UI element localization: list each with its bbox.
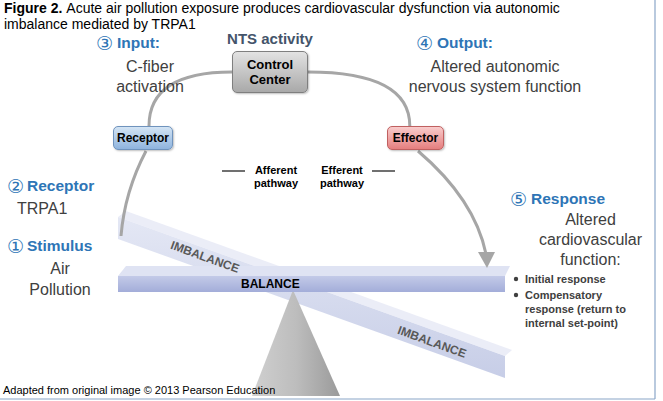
node-text: Effector [393, 131, 438, 145]
stimulus-arc [121, 151, 146, 236]
figure-title: Figure 2.Acute air pollution exposure pr… [4, 0, 564, 32]
region-caption: NTS activity [200, 30, 340, 48]
pathway-label: Efferent pathway [314, 164, 370, 190]
control-center-box: Control Center [232, 51, 308, 93]
step-heading: Input: [117, 34, 160, 52]
callout-number: ⑤ [510, 189, 527, 209]
figure-number: Figure 2. [4, 0, 62, 16]
bullet-dot [514, 293, 518, 297]
step-heading: Receptor [27, 177, 94, 195]
pathway-dash [222, 170, 245, 172]
callout-number: ④ [416, 33, 433, 53]
plank-label: BALANCE [241, 277, 300, 291]
callout-number: ② [7, 176, 24, 196]
pathway-arc [308, 72, 410, 126]
node-text: Control Center [236, 57, 304, 87]
level-plank [118, 276, 505, 292]
callout-number: ③ [96, 33, 113, 53]
receptor-box: Receptor [113, 126, 173, 150]
step-text: Altered autonomic nervous system functio… [400, 57, 590, 97]
callout-number: ① [7, 236, 24, 256]
node-text: Receptor [117, 131, 169, 145]
bullet-text: Initial response [525, 272, 606, 286]
step-text: Air Pollution [20, 258, 100, 300]
response-arrowhead [478, 252, 495, 268]
effector-box: Effector [387, 126, 444, 150]
step-heading: Stimulus [27, 237, 92, 255]
step-text: TRPA1 [17, 199, 67, 219]
level-plank-top [118, 266, 510, 276]
bullet-dot [514, 277, 518, 281]
pathway-label: Afferent pathway [248, 164, 304, 190]
frame-line [0, 398, 655, 399]
figure-caption: Adapted from original image © 2013 Pears… [3, 384, 275, 397]
step-heading: Output: [437, 34, 493, 52]
tilted-plank-top [118, 211, 512, 356]
title-text: Acute air pollution exposure produces ca… [4, 0, 560, 32]
response-arc [418, 151, 486, 254]
fulcrum [252, 290, 340, 396]
bullet-text: Compensatory response (return to interna… [525, 288, 640, 330]
step-text: Altered cardiovascular function: [528, 210, 653, 270]
pathway-dash [372, 170, 395, 172]
step-heading: Response [531, 190, 605, 208]
frame-line [654, 0, 655, 399]
step-text: C-fiber activation [95, 57, 205, 97]
